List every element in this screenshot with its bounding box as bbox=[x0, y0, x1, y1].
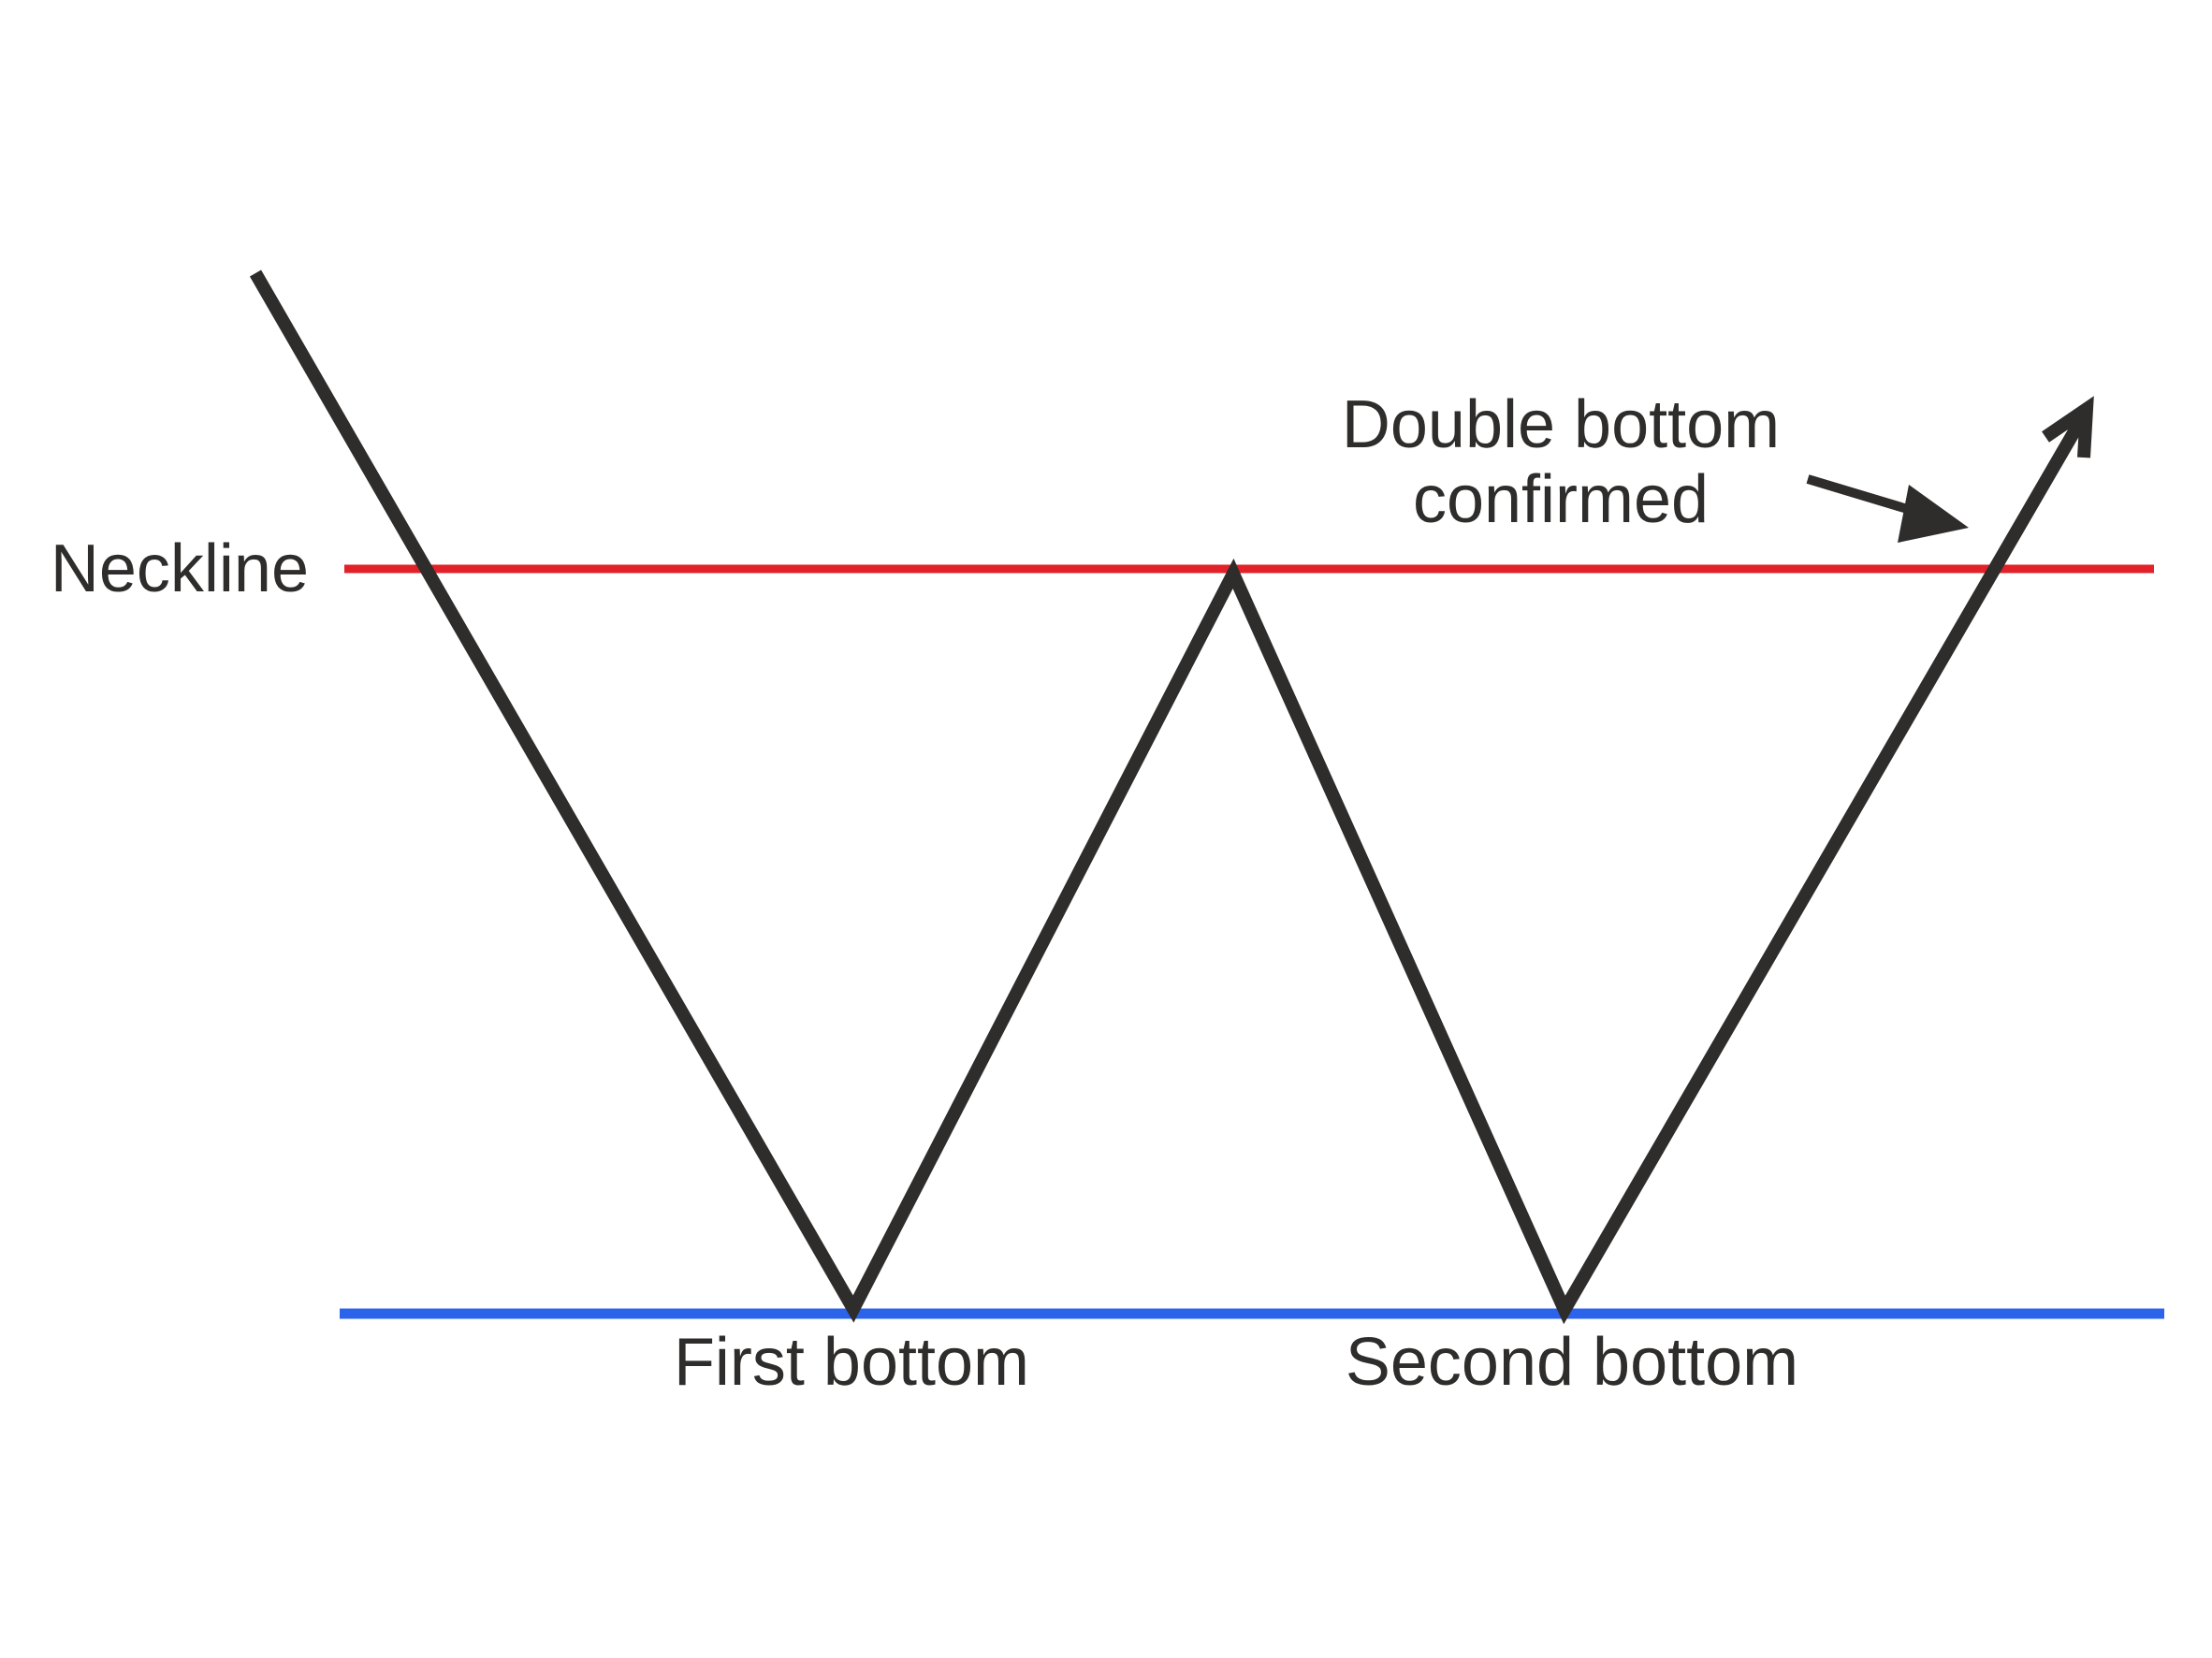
breakout-arrowhead-icon bbox=[2042, 396, 2094, 458]
second-bottom-label: Second bottom bbox=[1346, 1325, 1798, 1400]
confirmation-label-line1: Double bottom bbox=[1342, 387, 1780, 462]
annotation-arrowhead-icon bbox=[1898, 485, 1969, 543]
first-bottom-label: First bottom bbox=[674, 1325, 1029, 1400]
price-line bbox=[249, 269, 2091, 1325]
annotation-arrow-shaft bbox=[1806, 474, 1915, 516]
neckline-label: Neckline bbox=[51, 531, 309, 606]
confirmation-label-line2: confirmed bbox=[1413, 462, 1709, 537]
